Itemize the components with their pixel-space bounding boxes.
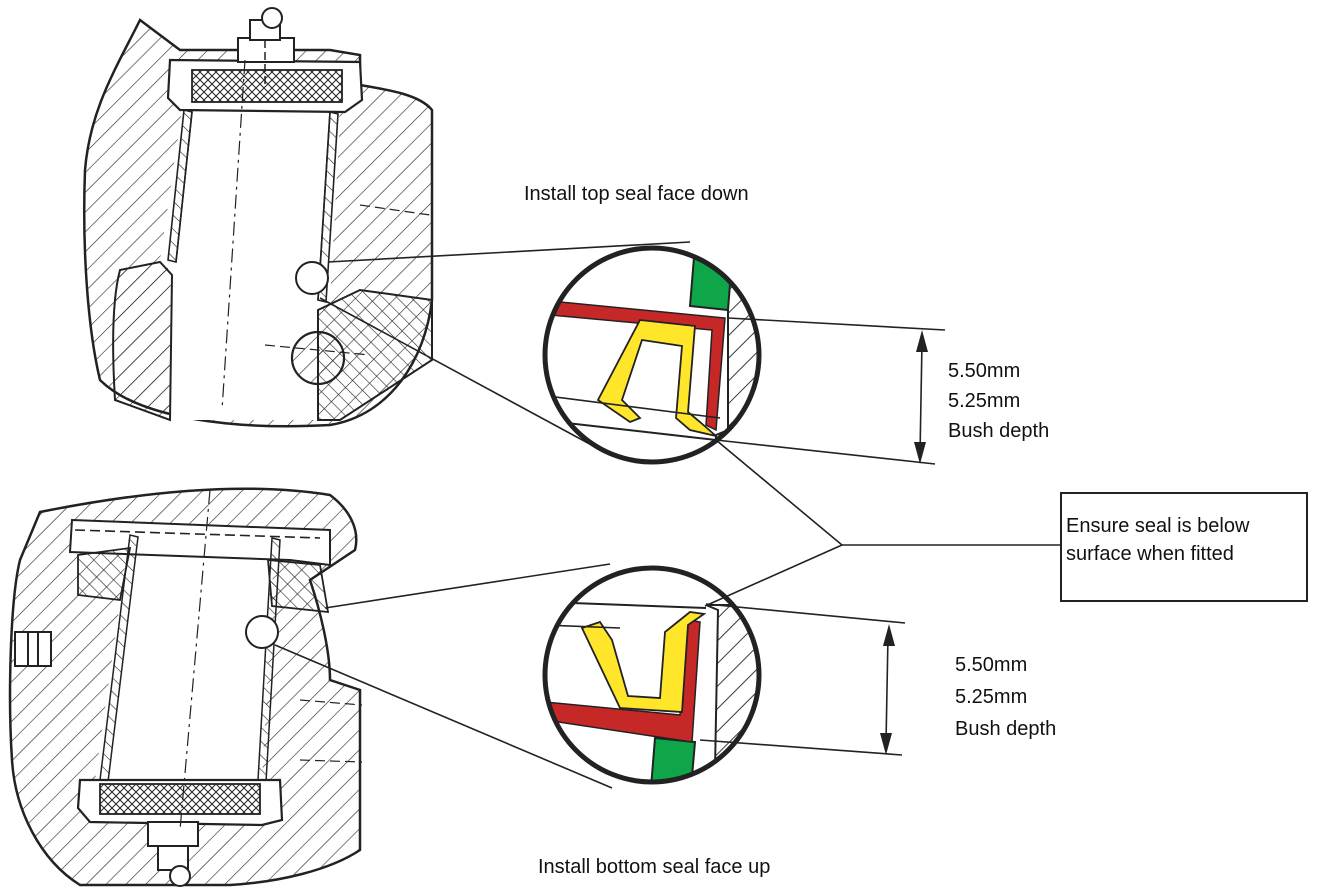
top-red-casing	[545, 299, 726, 432]
bottom-dim-min: 5.25mm	[955, 686, 1028, 708]
bottom-yellow-seal	[580, 611, 707, 713]
note-leader	[704, 439, 1060, 607]
top-bush-depth-dimension	[715, 317, 946, 465]
bottom-dim-name: Bush depth	[955, 718, 1057, 740]
bottom-bush-depth-dimension	[699, 603, 906, 756]
top-seal-detail	[542, 245, 762, 465]
bottom-dim-max: 5.50mm	[955, 654, 1028, 676]
bottom-red-casing	[545, 619, 701, 743]
top-dim-name: Bush depth	[948, 420, 1050, 442]
top-housing-section	[83, 7, 434, 428]
note-line-1: Ensure seal is below	[1066, 515, 1250, 537]
bottom-green-bush	[648, 736, 697, 782]
bottom-seal-detail	[542, 565, 762, 785]
fitting-note-box: Ensure seal is below surface when fitted	[1060, 492, 1308, 602]
note-line-2: surface when fitted	[1066, 543, 1234, 565]
bottom-instruction-label: Install bottom seal face up	[538, 856, 771, 878]
bottom-housing-section	[8, 487, 363, 887]
top-dim-max: 5.50mm	[948, 360, 1021, 382]
top-dim-min: 5.25mm	[948, 390, 1021, 412]
top-instruction-label: Install top seal face down	[524, 183, 749, 205]
detail-leaders	[274, 241, 691, 789]
